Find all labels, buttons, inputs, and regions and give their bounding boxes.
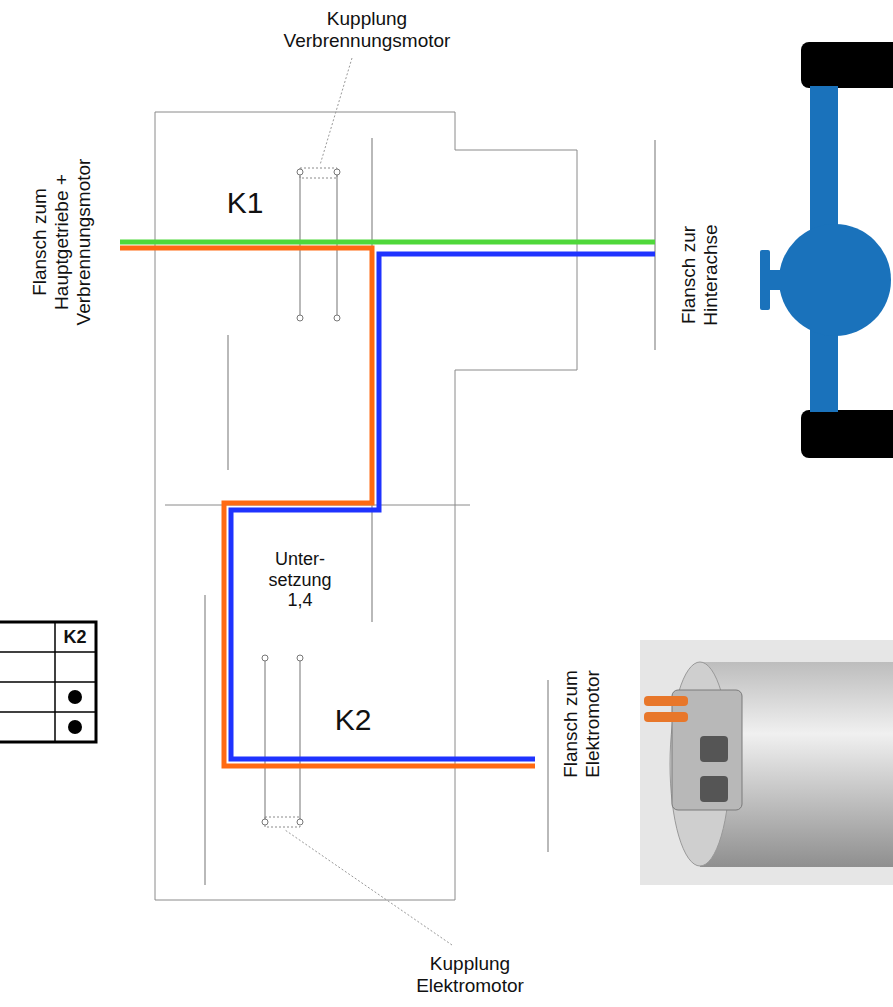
power-path-orange: [120, 248, 535, 766]
gear-line: [204, 595, 205, 885]
ratio-label: Unter- setzung 1,4: [260, 549, 340, 611]
clutch-pin: [297, 819, 303, 825]
clutch-label: Kupplung Elektromotor: [405, 953, 535, 997]
clutch-pin: [297, 169, 303, 175]
table-dot: [68, 690, 82, 704]
state-table: [0, 622, 96, 742]
flange-label: Flansch zum Hauptgetriebe + Verbrennungs…: [29, 150, 95, 335]
clutch-plate: [264, 655, 265, 822]
clutch-plate: [299, 172, 300, 318]
clutch-pin: [334, 315, 340, 321]
clutch-pin: [262, 655, 268, 661]
leader-line: [285, 830, 452, 945]
table-header: K2: [56, 627, 94, 648]
gear-line: [227, 335, 228, 470]
flange-line: [654, 140, 655, 350]
power-path-green: [120, 240, 655, 245]
clutch-plate: [336, 172, 337, 318]
flange-label: Flansch zum Elektromotor: [560, 659, 604, 789]
clutch-name: K1: [215, 186, 275, 221]
flange-label: Flansch zur Hinterachse: [678, 213, 722, 338]
clutch-name: K2: [323, 703, 383, 738]
clutch-pin: [297, 315, 303, 321]
clutch-link: [300, 168, 337, 178]
leader-line: [320, 58, 352, 165]
housing-outline: [155, 112, 577, 900]
table-dot: [68, 720, 82, 734]
flange-line: [547, 680, 548, 852]
electric-motor-illustration: [640, 640, 893, 885]
clutch-label: Kupplung Verbrennungsmotor: [277, 8, 457, 52]
clutch-pin: [262, 819, 268, 825]
clutch-plate: [299, 655, 300, 822]
rear-axle-illustration: [760, 42, 893, 458]
clutch-pin: [297, 655, 303, 661]
clutch-link: [265, 817, 300, 827]
clutch-pin: [334, 169, 340, 175]
